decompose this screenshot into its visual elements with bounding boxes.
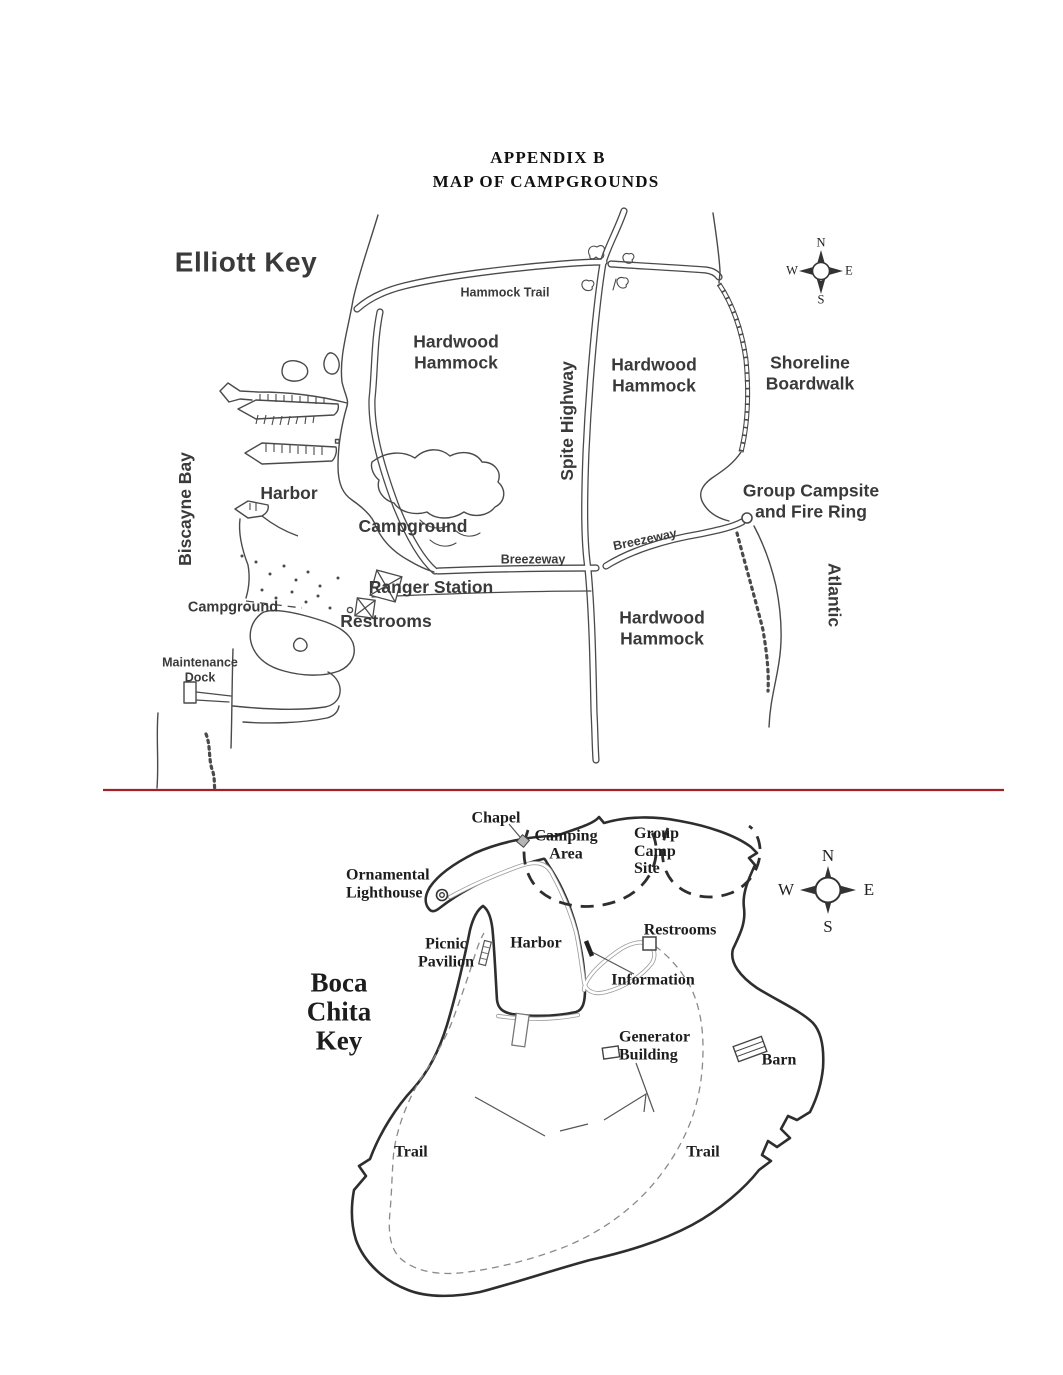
- camp-area-arcs: [522, 824, 762, 908]
- harbor-pier-marker: [511, 1012, 530, 1048]
- boca-interior-lines: [474, 823, 655, 1137]
- mangrove-dotted-shore: [204, 732, 217, 792]
- compass-boca-n: N: [821, 846, 835, 865]
- campground-dashed-boundary: [245, 600, 303, 609]
- label-information: Information: [611, 971, 695, 989]
- label-trail-west: Trail: [394, 1143, 428, 1161]
- information-marker: [583, 940, 595, 957]
- compass-boca-s: S: [823, 917, 833, 936]
- label-camping-area: Camping Area: [534, 827, 598, 863]
- page-title-line1: APPENDIX B: [490, 148, 606, 167]
- label-shoreline-boardwalk: Shoreline Boardwalk: [765, 352, 855, 394]
- label-hardwood-hammock-3: Hardwood Hammock: [619, 607, 705, 649]
- label-restrooms-elliott: Restrooms: [340, 610, 432, 631]
- label-harbor-boca: Harbor: [510, 934, 562, 952]
- compass-elliott-n: N: [816, 235, 826, 250]
- label-spite-highway: Spite Highway: [556, 361, 577, 481]
- label-barn: Barn: [761, 1051, 797, 1069]
- label-chapel: Chapel: [471, 809, 521, 827]
- harbor-dock-arms: [234, 394, 340, 537]
- lighthouse-marker: [435, 888, 449, 902]
- label-group-campsite: Group Campsite and Fire Ring: [742, 480, 880, 522]
- elliott-key-title: Elliott Key: [174, 246, 318, 278]
- label-atlantic: Atlantic: [824, 562, 845, 628]
- label-ranger-station: Ranger Station: [368, 576, 494, 597]
- label-generator-building: Generator Building: [619, 1028, 691, 1064]
- boca-chita-island-outline: [350, 815, 825, 1298]
- compass-rose-boca: [800, 866, 856, 914]
- label-hardwood-hammock-1: Hardwood Hammock: [413, 331, 499, 373]
- elliott-roads-casing: [357, 211, 742, 760]
- restrooms-marker: [642, 936, 657, 951]
- campground-scatter: [240, 554, 340, 612]
- fire-ring-marker: [741, 512, 753, 524]
- label-harbor-elliott: Harbor: [260, 482, 318, 503]
- label-picnic-pavilion: Picnic Pavilion: [417, 935, 475, 971]
- page-title-line2: MAP OF CAMPGROUNDS: [432, 172, 660, 191]
- compass-elliott-s: S: [817, 292, 825, 307]
- label-maintenance-dock: Maintenance Dock: [162, 655, 238, 684]
- label-hardwood-hammock-2: Hardwood Hammock: [611, 354, 697, 396]
- label-campground-lower: Campground: [187, 599, 279, 616]
- shoreline-boardwalk-path: [719, 284, 748, 452]
- label-hammock-trail: Hammock Trail: [460, 285, 550, 300]
- compass-boca-e: E: [863, 880, 875, 899]
- elliott-roads-fill: [357, 211, 742, 760]
- compass-elliott-e: E: [845, 263, 853, 278]
- label-trail-east: Trail: [686, 1143, 720, 1161]
- label-breezeway-west: Breezeway: [500, 552, 566, 567]
- label-campground-upper: Campground: [358, 515, 468, 536]
- compass-elliott-w: W: [786, 263, 798, 278]
- compass-boca-w: W: [777, 880, 795, 899]
- shore-dotted-trail: [735, 531, 770, 693]
- compass-rose-elliott: [799, 250, 843, 294]
- boca-trail-dashed: [388, 932, 704, 1275]
- label-ornamental-lighthouse: Ornamental Lighthouse: [346, 866, 430, 902]
- generator-building-marker: [601, 1045, 621, 1060]
- chapel-marker: [515, 833, 531, 849]
- ranger-station-buildings: [354, 569, 403, 619]
- boca-chita-title: Boca Chita Key: [306, 967, 372, 1056]
- barn-marker: [732, 1035, 768, 1063]
- label-group-camp-site: Group Camp Site: [634, 824, 680, 877]
- elliott-shorelines: [156, 212, 782, 789]
- label-restrooms-boca: Restrooms: [643, 921, 717, 939]
- boca-roads: [447, 860, 657, 1021]
- label-biscayne-bay: Biscayne Bay: [174, 452, 195, 566]
- picnic-pavilion-marker: [477, 939, 493, 967]
